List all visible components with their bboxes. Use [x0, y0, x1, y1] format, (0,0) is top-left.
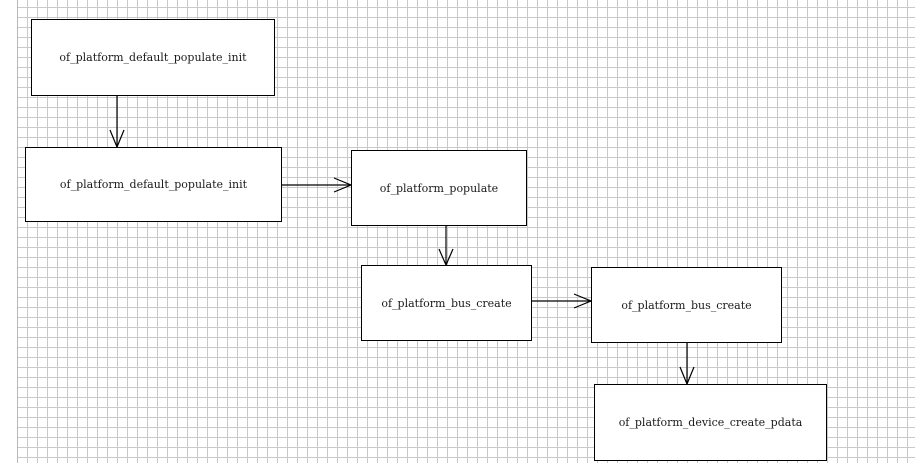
- node-device-create-pdata[interactable]: of_platform_device_create_pdata: [594, 384, 827, 461]
- node-label: of_platform_bus_create: [621, 298, 752, 312]
- edge-n4-n5: [532, 293, 593, 309]
- node-label: of_platform_populate: [379, 181, 499, 195]
- node-populate-init-2[interactable]: of_platform_default_populate_init: [25, 147, 282, 222]
- edge-n1-n2: [109, 96, 125, 149]
- node-label: of_platform_bus_create: [381, 296, 512, 310]
- node-label: of_platform_default_populate_init: [59, 51, 247, 64]
- node-bus-create-1[interactable]: of_platform_bus_create: [361, 265, 532, 341]
- edge-n3-n4: [438, 226, 454, 267]
- canvas-margin-divider: [17, 0, 18, 463]
- node-bus-create-2[interactable]: of_platform_bus_create: [591, 267, 782, 343]
- edge-n2-n3: [282, 177, 353, 193]
- node-label: of_platform_default_populate_init: [59, 178, 248, 191]
- edge-n5-n6: [679, 343, 695, 386]
- node-platform-populate[interactable]: of_platform_populate: [351, 150, 527, 226]
- node-label: of_platform_device_create_pdata: [618, 416, 803, 429]
- canvas-margin: [0, 0, 17, 463]
- node-populate-init-1[interactable]: of_platform_default_populate_init: [31, 19, 275, 96]
